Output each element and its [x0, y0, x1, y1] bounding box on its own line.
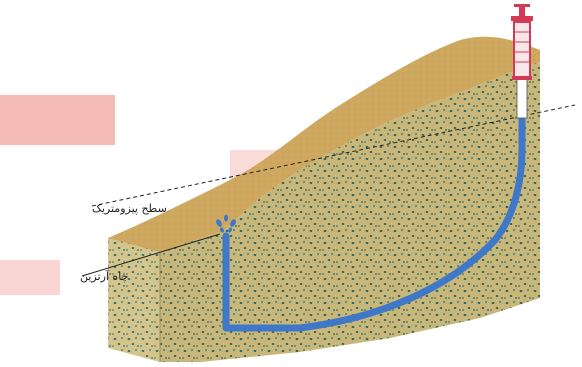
artesian-well-label: چاه آرتزین [80, 269, 128, 283]
piezometric-surface-label: سطح پیزومتریک [92, 202, 167, 215]
